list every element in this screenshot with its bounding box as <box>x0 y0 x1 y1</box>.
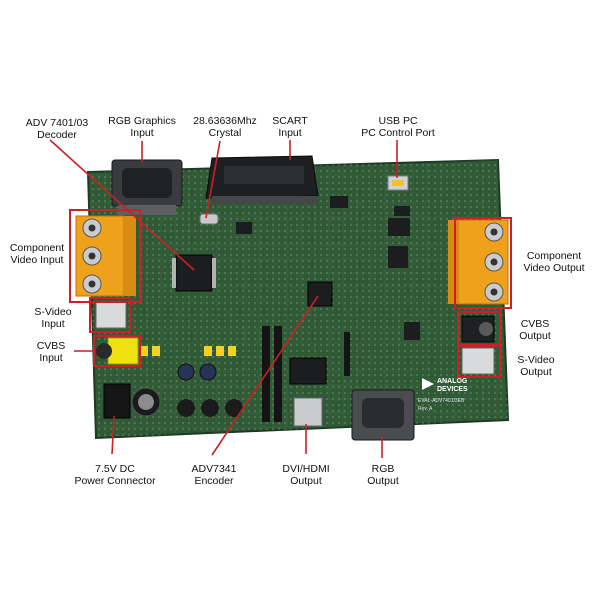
callout-lines <box>49 139 398 458</box>
analog-devices-logo: ANALOG DEVICES <box>422 378 468 393</box>
cvbs-output-connector <box>461 315 495 343</box>
s-video-output-connector <box>461 347 495 375</box>
usb-connector <box>387 175 409 191</box>
cvbs-input-connector <box>96 337 139 365</box>
misc-chips <box>236 196 420 385</box>
decoder-chip <box>172 254 216 292</box>
rgb-graphics-input-connector <box>111 159 183 215</box>
encoder-chip <box>307 281 333 307</box>
callout-box-s-video-input <box>89 297 131 333</box>
board-rev-text: Rev. A <box>418 406 433 412</box>
line-crystal <box>205 140 221 219</box>
logo-line1: ANALOG <box>437 378 468 385</box>
line-encoder <box>211 295 319 456</box>
board-id-text: EVAL-ADV7401/3EB <box>418 398 465 404</box>
rgb-output-connector <box>351 389 415 441</box>
s-video-input-connector <box>95 301 127 329</box>
line-decoder <box>49 139 195 271</box>
component-video-input-connectors <box>75 215 136 297</box>
component-video-output-connectors <box>448 219 509 305</box>
scart-connector <box>205 155 319 204</box>
callout-boxes <box>69 209 512 378</box>
dvi-hdmi-output-connector <box>293 397 323 427</box>
callout-box-component-video-output <box>454 217 512 309</box>
crystal-component <box>199 213 219 225</box>
callout-box-s-video-output <box>457 344 501 378</box>
line-power <box>111 415 115 455</box>
capacitors <box>131 346 243 417</box>
logo-line2: DEVICES <box>437 386 468 393</box>
callout-box-component-video-input <box>69 209 141 303</box>
power-connector <box>103 383 131 419</box>
